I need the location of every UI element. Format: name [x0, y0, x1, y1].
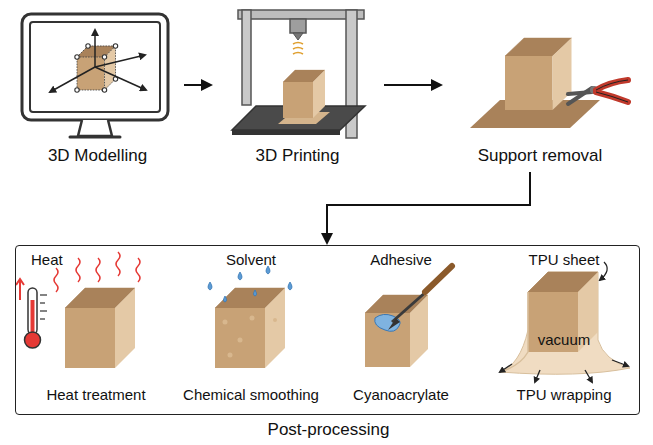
node-caption: Support removal: [478, 146, 603, 166]
cyanoacrylate-icon: [365, 266, 452, 367]
method-node: HeatHeat treatment: [21, 249, 171, 407]
node-caption: TPU wrapping: [516, 386, 611, 403]
node-caption: Post-processing: [268, 420, 390, 440]
flow-arrow: [184, 84, 211, 86]
method-node: AdhesiveCyanoacrylate: [326, 249, 476, 407]
post-processing-panel: Post-processingHeatHeat treatmentSolvent…: [15, 245, 640, 415]
step-node: Support removal: [445, 5, 635, 170]
node-caption: Heat treatment: [46, 386, 145, 403]
support-removal-icon: [470, 38, 628, 128]
node-caption: 3D Modelling: [48, 146, 147, 166]
node-caption: Chemical smoothing: [183, 386, 319, 403]
node-caption: 3D Printing: [255, 146, 339, 166]
step-node: 3D Modelling: [15, 5, 180, 170]
method-node: SolventChemical smoothing: [176, 249, 326, 407]
method-node: TPU sheet vacuumTPU wrapping: [489, 249, 639, 407]
inner-label: vacuum: [538, 331, 591, 348]
flow-arrow: [384, 84, 441, 86]
monitor-icon: [22, 14, 168, 137]
node-caption: Cyanoacrylate: [353, 386, 449, 403]
method-label: Solvent: [226, 251, 276, 268]
method-label: TPU sheet: [529, 251, 600, 268]
chemical-smoothing-icon: [208, 266, 292, 368]
method-label: Adhesive: [370, 251, 432, 268]
step-node: 3D Printing: [215, 5, 380, 170]
method-label: Heat: [31, 251, 63, 268]
tpu-wrapping-icon: [500, 262, 630, 382]
heat-treatment-icon: [16, 252, 140, 368]
printer-icon: [232, 10, 365, 138]
flow-arrow: [327, 172, 530, 243]
